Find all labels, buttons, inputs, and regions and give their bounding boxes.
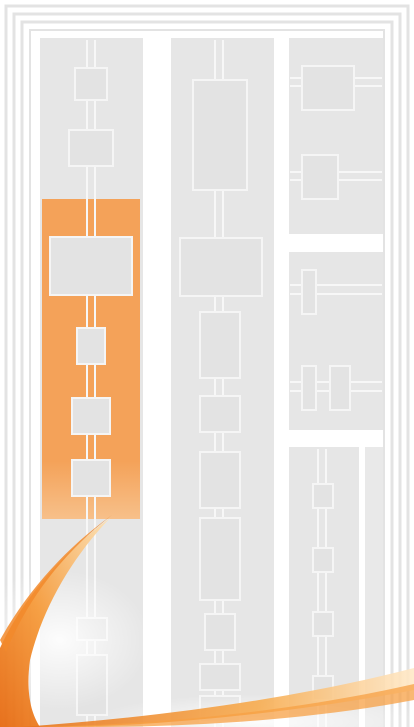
block-diagram-illustration — [0, 0, 414, 727]
